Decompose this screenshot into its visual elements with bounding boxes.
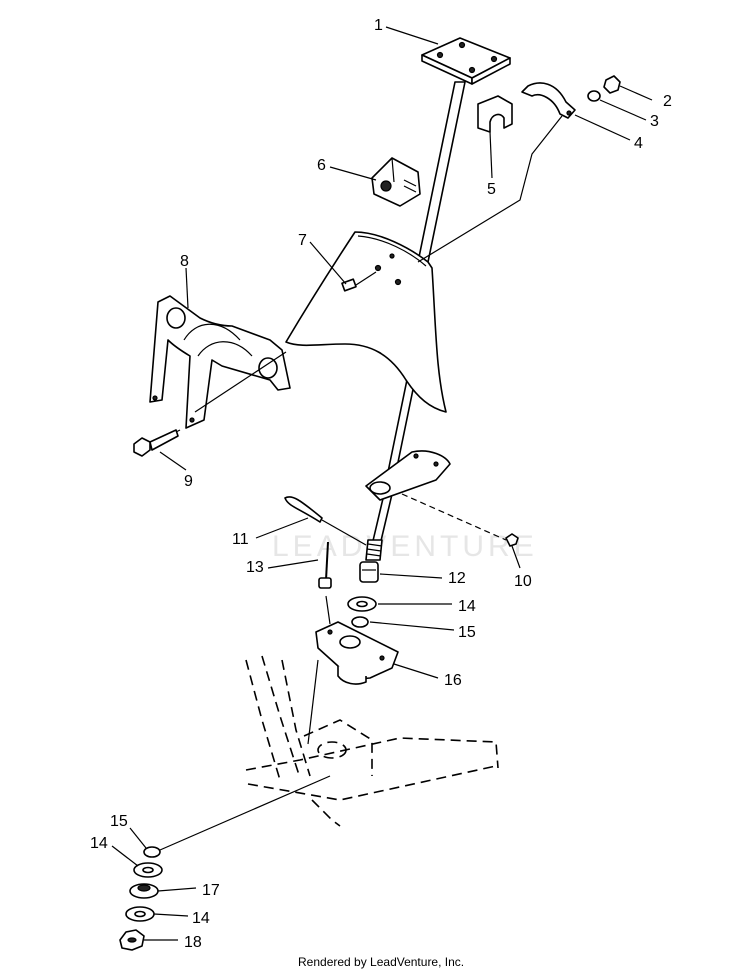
- callout-14-upper: 14: [458, 598, 476, 615]
- callout-3: 3: [650, 113, 659, 130]
- callout-12: 12: [448, 570, 466, 587]
- clamp-hardware[interactable]: [521, 75, 621, 119]
- bushing[interactable]: [477, 95, 513, 133]
- callout-4: 4: [634, 135, 643, 152]
- watermark: LEADVENTURE: [272, 530, 538, 563]
- footer-credit: Rendered by LeadVenture, Inc.: [298, 955, 464, 969]
- lower-o-ring[interactable]: [143, 846, 161, 858]
- frame-phantom: [245, 655, 499, 827]
- callout-14-bottom: 14: [192, 910, 210, 927]
- plate-screw[interactable]: [505, 533, 519, 547]
- column-mount-plate[interactable]: [365, 450, 451, 501]
- lower-washer-2[interactable]: [125, 906, 155, 922]
- callout-14-lower: 14: [90, 835, 108, 852]
- callout-1: 1: [374, 17, 383, 34]
- callout-18: 18: [184, 934, 202, 951]
- callout-17: 17: [202, 882, 220, 899]
- callout-9: 9: [184, 473, 193, 490]
- callout-10: 10: [514, 573, 532, 590]
- callout-2: 2: [663, 93, 672, 110]
- assembly-lines: [159, 115, 563, 851]
- callout-6: 6: [317, 157, 326, 174]
- lower-washer-1[interactable]: [133, 862, 163, 878]
- callout-15-upper: 15: [458, 624, 476, 641]
- callout-8: 8: [180, 253, 189, 270]
- lower-castle-nut[interactable]: [129, 883, 159, 899]
- callout-7: 7: [298, 232, 307, 249]
- cotter-pin[interactable]: [284, 496, 323, 523]
- steering-column[interactable]: [371, 37, 511, 546]
- dash-panel[interactable]: [285, 231, 447, 413]
- dash-screw[interactable]: [341, 271, 377, 292]
- callout-16: 16: [444, 672, 462, 689]
- mounting-bracket[interactable]: [149, 295, 291, 429]
- clevis-pin[interactable]: [318, 541, 332, 589]
- callouts: 1 2 3 4 5 6 7 8 9 10 11 13 12 14 15 16 1…: [90, 17, 672, 951]
- upper-o-ring[interactable]: [351, 616, 369, 628]
- universal-joint[interactable]: [359, 561, 379, 583]
- upper-washer[interactable]: [347, 596, 377, 612]
- gear-housing[interactable]: [315, 621, 399, 685]
- shaft-spring: [365, 539, 383, 561]
- callout-13: 13: [246, 559, 264, 576]
- bracket-bolt[interactable]: [133, 429, 179, 457]
- callout-15-lower: 15: [110, 813, 128, 830]
- callout-5: 5: [487, 181, 496, 198]
- lower-nut[interactable]: [119, 929, 145, 951]
- bushing-block[interactable]: [371, 157, 421, 207]
- callout-11: 11: [232, 531, 249, 548]
- watermark-text: LEADVENTURE: [272, 530, 538, 563]
- leader-lines: [111, 26, 653, 941]
